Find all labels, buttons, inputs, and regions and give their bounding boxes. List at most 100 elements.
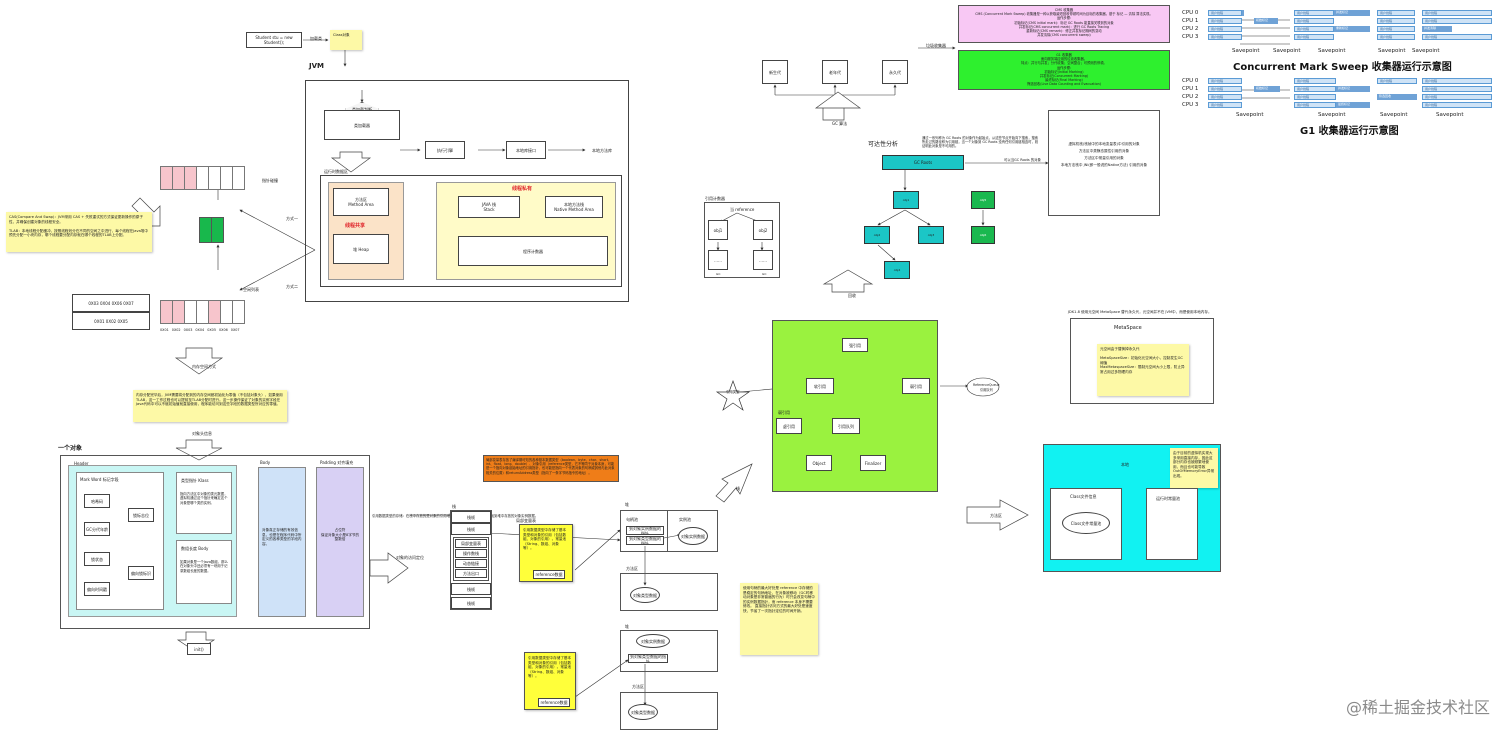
class-loader-box: 类加载器 (324, 110, 400, 140)
stack-column: 栈帧 栈帧 局部变量表 操作数栈 动态链接 方法出口 栈帧 栈帧 (450, 510, 492, 610)
ref-node-caption: GC (762, 272, 767, 276)
native-iface-box: 本地库接口 (506, 141, 546, 159)
node-obj4: obj4 (884, 261, 910, 279)
alloc-note-text: 内存分配完毕后，JVM需要将分配到的内存空间都初始化为零值（不包括对象头），如果… (136, 393, 283, 407)
collector-arrow-label: 垃圾收集器 (926, 43, 946, 48)
user-thread-bar: 用户线程 (1208, 94, 1242, 100)
instance-data-oval-2: 对象实例数据 (636, 634, 670, 648)
to-type-box-2: 到对象类型数据的指针 (628, 654, 668, 663)
addr-label: 0X06 (218, 328, 228, 332)
mw-item: 锁状态 (84, 552, 110, 566)
tree-node: 引用队列 (832, 418, 860, 434)
klass-note: 指向方法区中对象的类元数据，虚拟机通过这个指针来确定这个对象是哪个类的实例。 (180, 492, 228, 505)
user-thread-bar: 用户线程 (1208, 10, 1242, 16)
reference-box: reference数据 (533, 570, 565, 579)
stack-frame-text: 操作数栈 (463, 551, 479, 556)
user-thread-bar: 用户线程 (1294, 94, 1336, 100)
tree-node: 弱引用 (902, 378, 930, 394)
handle-note-text: 使用句柄的最大好处是 reference 中存储的是稳定的句柄地址，在对象被移动… (743, 586, 815, 613)
node-text: obj3 (927, 233, 935, 237)
jvm-title: JVM (309, 62, 324, 70)
object-title: 一个对象 (58, 445, 83, 452)
perm-gen-box: 永久代 (882, 60, 908, 84)
g1-box: G1 收集器 面向服务端应用的垃圾收集器。 特点：并行与并发；分代收集；空间整合… (958, 50, 1170, 90)
to-instance-box: 到对象实例数据的指针 (626, 526, 664, 535)
tree-node-text: Finalizer (864, 460, 882, 466)
type-data-text-2: 对象类型数据 (631, 709, 655, 715)
user-thread-bar: 用户线程 (1294, 78, 1336, 84)
body-box: 对象真正存储的有效信息，也是在程序代码中所定义的各种类型的字段内容。 (258, 467, 306, 617)
native-iface-text: 本地库接口 (516, 147, 536, 153)
cms-cpu-row: CPU 1 用户线程 初始标记 用户线程 用户线程 用户线程 (1182, 17, 1507, 25)
stack-frame-text: 方法出口 (463, 571, 479, 576)
gc-algo-label: GC 算法 (832, 121, 848, 126)
user-thread-bar: 用户线程 (1208, 34, 1242, 40)
padding-label: Padding 对齐填充 (320, 460, 354, 465)
load-class-label: 加载类 (310, 36, 322, 41)
thread-private-label: 线程私有 (512, 186, 533, 192)
mw-item: 偏向时间戳 (84, 582, 110, 596)
user-thread-bar: 用户线程 (1377, 10, 1415, 16)
heap-title-2: 堆 (625, 624, 629, 629)
cms-cpu-row: CPU 0 用户线程 用户线程 并发标记 用户线程 用户线程 (1182, 9, 1507, 17)
stack-frame: 操作数栈 (455, 549, 487, 558)
heap-direct-frame (620, 630, 718, 672)
stack-frame-text: 栈帧 (467, 600, 475, 606)
cms-cpu-row: CPU 3 用户线程 用户线程 用户线程 用户线程 (1182, 33, 1507, 41)
metaspace-title-line: JDK1.8 使用元空间 MetaSpace 替代永久代，元空间并不在 JVM中… (1068, 310, 1212, 314)
stack-frame: 局部变量表 (455, 539, 487, 548)
runtime-area (320, 175, 622, 287)
user-thread-bar: 用户线程 (1294, 10, 1334, 16)
node-text: obj2 (873, 233, 881, 237)
jvm-stack-box: JAVA 栈 Stack (458, 196, 520, 218)
cpu-label: CPU 0 (1182, 78, 1199, 84)
metaspace-frame (1070, 318, 1214, 404)
jvm-frame (305, 80, 629, 302)
mw-side-text: 偏向锁标识 (131, 570, 151, 576)
mark-arrow-label: 回收 (848, 293, 856, 298)
to-type-box: 到对象类型数据的指针 (626, 536, 664, 545)
node-text: obj5 (979, 198, 987, 202)
const-pool-oval: Class文件常量池 (1062, 512, 1110, 534)
native-note: 由于目前的虚拟机实现大多采用直接内存，因此这部分内存也被频繁地使用，而且也可能导… (1170, 448, 1218, 488)
metaspace-box-title: MetaSpace (1114, 325, 1142, 331)
method-area-text: 方法区 Method Area (348, 197, 374, 207)
klass-label: 类型指针 Klass (181, 478, 209, 483)
ref-node: obj2 (753, 220, 773, 240)
tree-node-text: 强引用 (849, 342, 861, 348)
alloc-note: 内存分配完毕后，JVM需要将分配到的内存空间都初始化为零值（不包括对象头），如果… (133, 390, 287, 422)
savepoint-label: Savepoint (1380, 112, 1408, 118)
thread-shared-label: 线程共享 (345, 223, 366, 229)
cms-chart-title: Concurrent Mark Sweep 收集器运行示意图 (1233, 62, 1452, 73)
stack-frame-text: 栈帧 (467, 526, 475, 532)
young-gen-text: 新生代 (769, 69, 781, 75)
addr-label: 0X01 (160, 328, 169, 332)
stack-frame: 栈帧 (451, 511, 491, 523)
heap-text: 堆 Heap (353, 246, 369, 252)
mw-item: GC分代年龄 (84, 522, 110, 536)
klass-box (176, 472, 232, 534)
stack-title: 栈 (452, 504, 456, 509)
native-note-text: 由于目前的虚拟机实现大多采用直接内存，因此这部分内存也被频繁地使用，而且也可能导… (1173, 451, 1215, 478)
instance-pool-label: 实例池 (679, 517, 691, 522)
ref-node: …… (708, 250, 728, 270)
node-obj3: obj3 (918, 226, 944, 244)
cpu-label: CPU 2 (1182, 26, 1199, 32)
stack-frame-text: 栈帧 (467, 514, 475, 520)
phase-bar: 初始标记 (1254, 86, 1280, 92)
user-thread-bar: 用户线程 (1377, 18, 1415, 24)
g1-box-text: 面向服务端应用的垃圾收集器。 特点：并行与并发；分代收集；空间整合；可预测的停顿… (1021, 57, 1107, 87)
user-thread-bar: 用户线程 (1422, 86, 1492, 92)
user-thread-bar: 用户线程 (1208, 102, 1242, 108)
mw-side-text: 锁标志位 (133, 512, 149, 518)
mark-word-label: Mark Word 标记字段 (80, 477, 119, 482)
user-thread-bar: 用户线程 (1377, 26, 1415, 32)
method-area-box: 方法区 Method Area (333, 188, 389, 216)
pointer-block (199, 217, 225, 243)
heap-divider (667, 510, 668, 552)
free-list-box-1: 0X03 0X04 0X06 0X07 (72, 294, 150, 312)
ref-note-title: 局部变量表 (516, 518, 536, 523)
runtime-pool-box (1146, 488, 1198, 560)
user-thread-bar: 用户线程 (1208, 86, 1242, 92)
node-obj6: obj6 (971, 226, 995, 244)
